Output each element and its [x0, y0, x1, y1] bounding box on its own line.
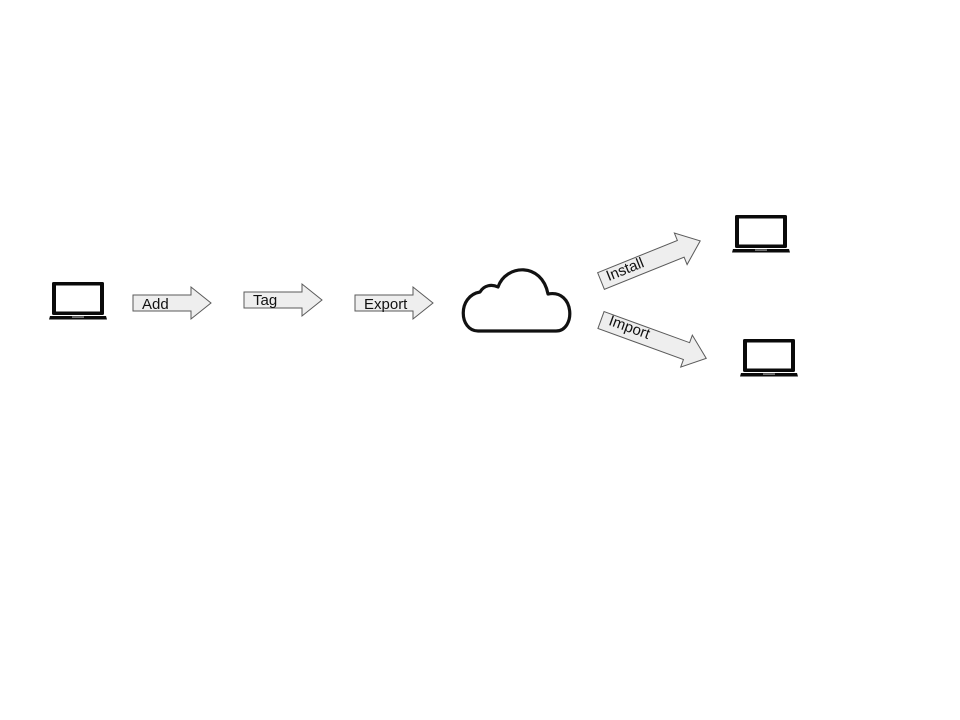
- target-laptop-1-icon: [732, 215, 790, 253]
- arrow-export: Export: [354, 285, 434, 321]
- arrow-tag: Tag: [243, 282, 323, 318]
- cloud-icon: [461, 268, 572, 333]
- arrow-label-add: Add: [142, 296, 169, 313]
- arrow-add: Add: [132, 285, 212, 321]
- arrow-label-export: Export: [364, 296, 408, 313]
- target-laptop-2-icon: [740, 339, 798, 377]
- arrow-import: Import: [597, 310, 707, 368]
- source-laptop-icon: [49, 282, 107, 320]
- arrow-label-tag: Tag: [253, 292, 277, 309]
- arrow-install: Install: [596, 232, 701, 290]
